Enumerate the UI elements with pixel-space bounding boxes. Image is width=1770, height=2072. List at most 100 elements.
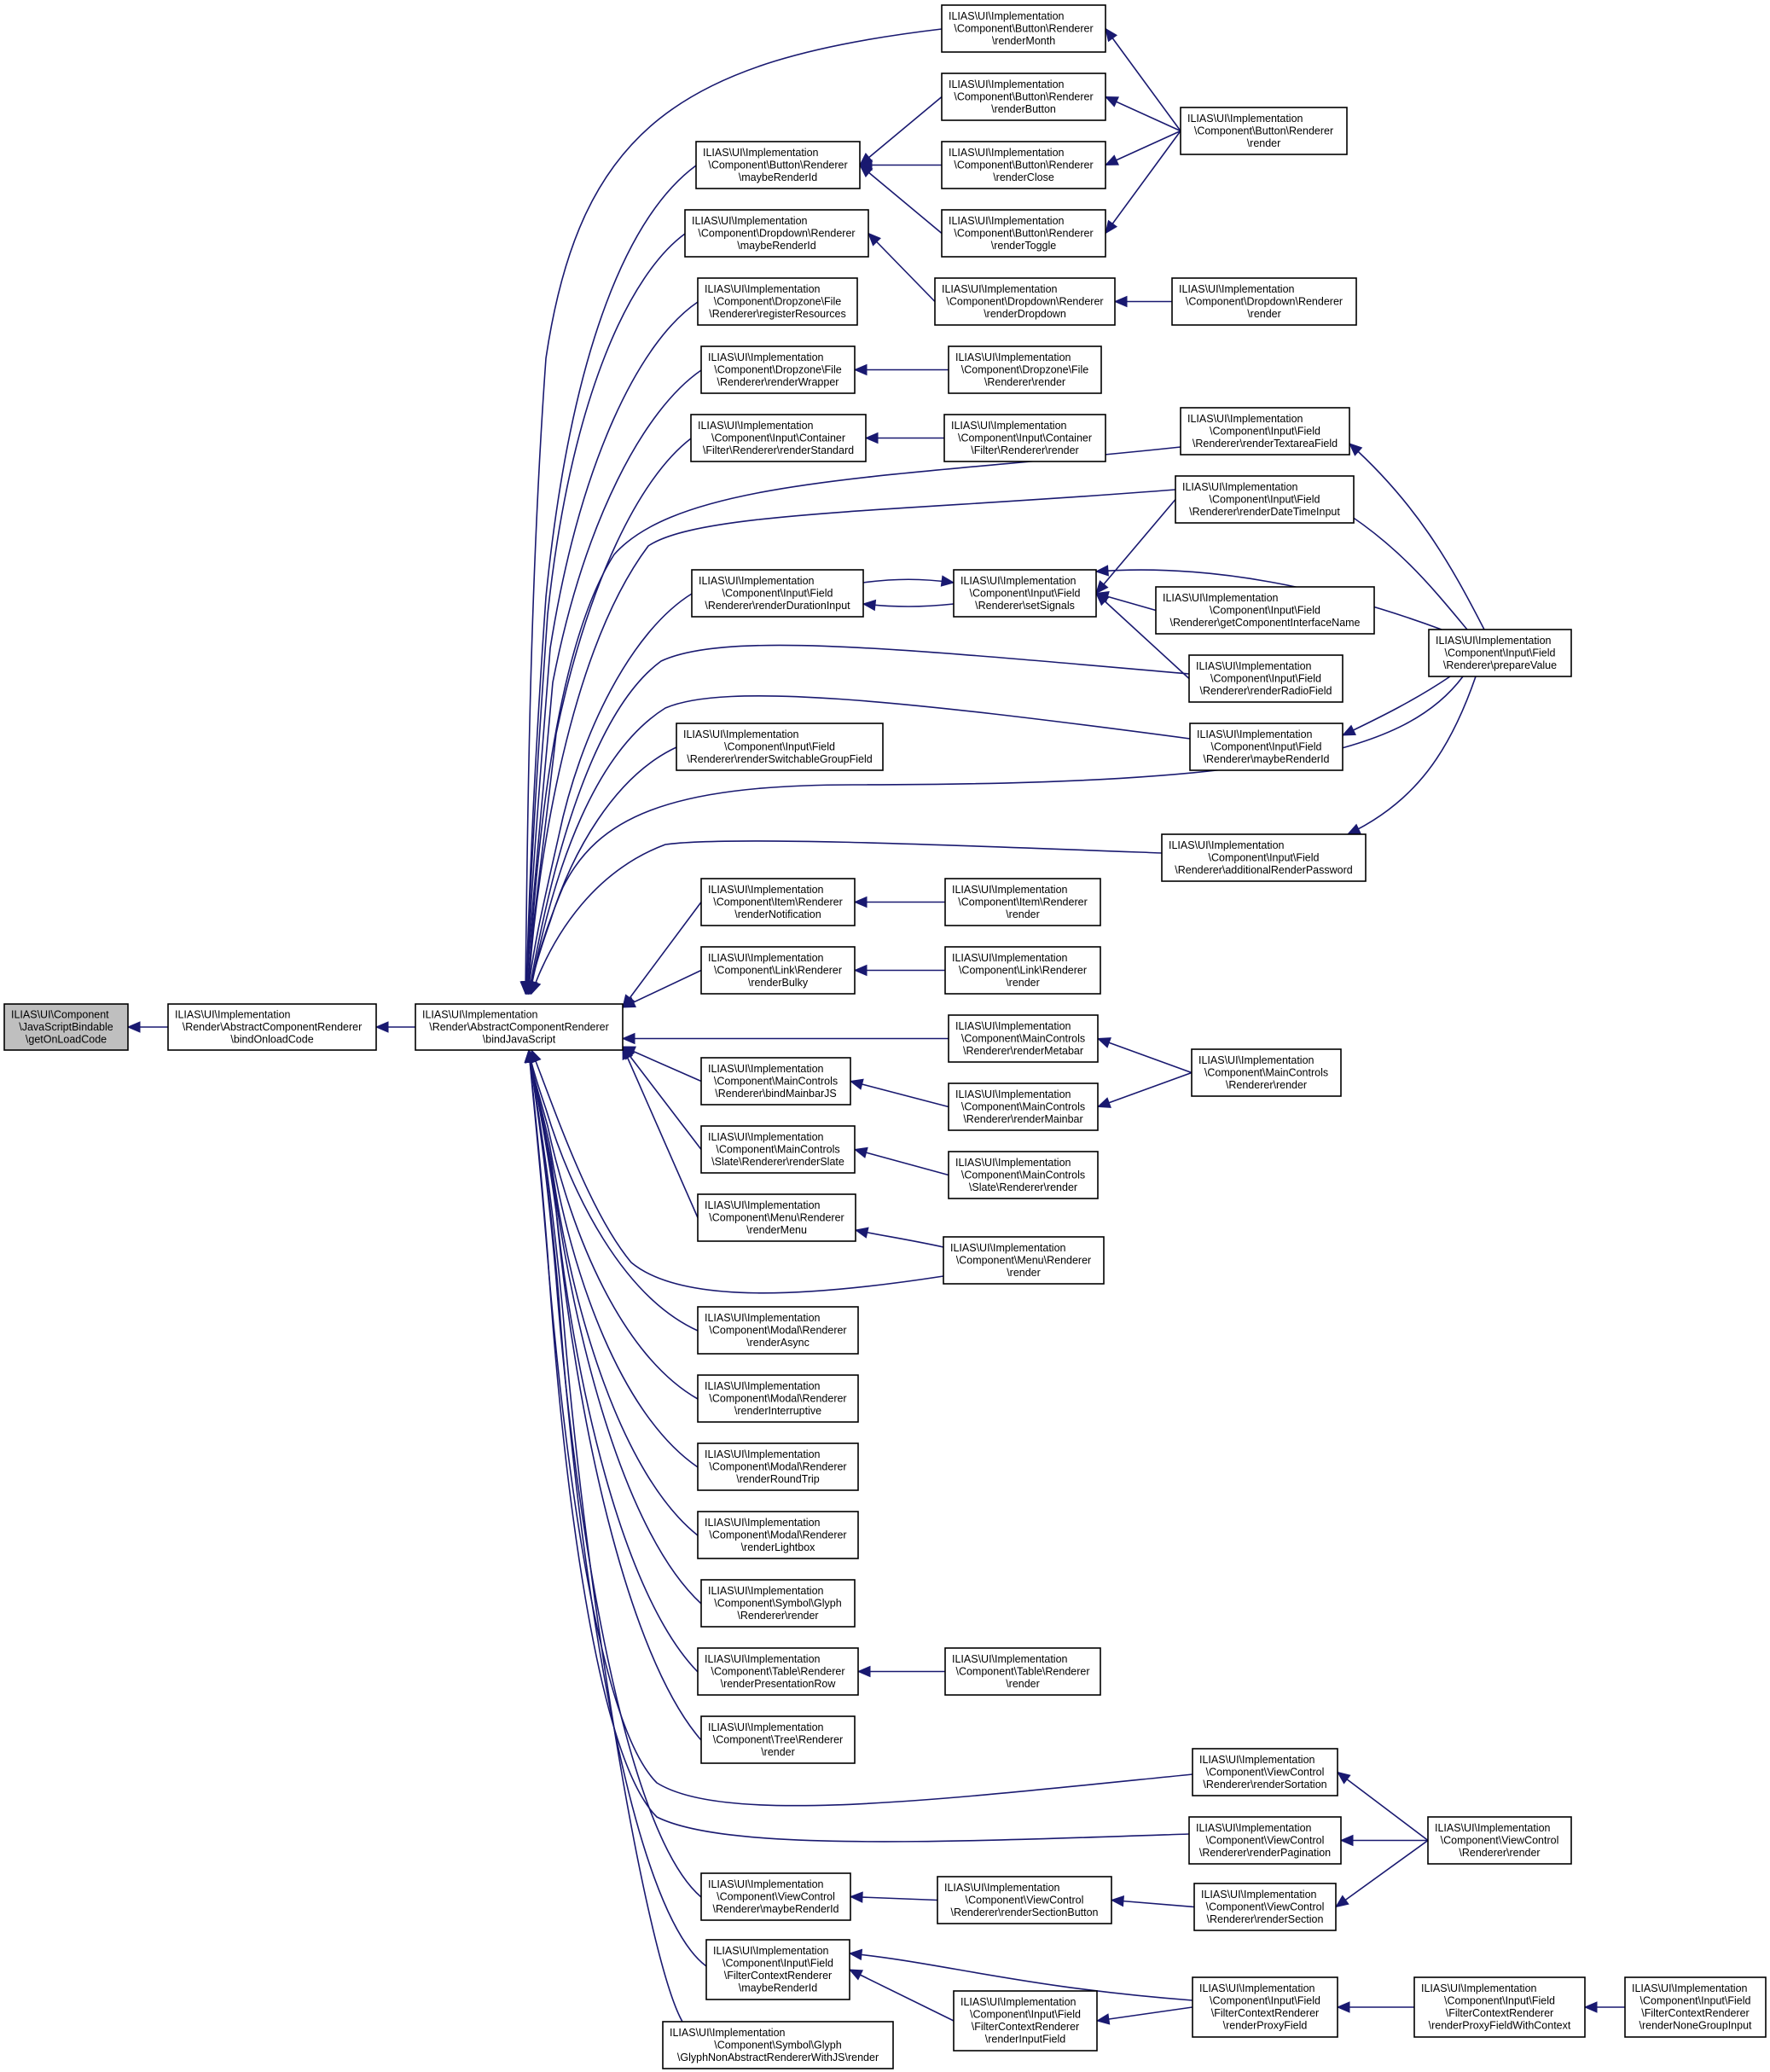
edge-i1-to-n2 (622, 902, 702, 1008)
node-label-line: \Renderer\maybeRenderId (1204, 753, 1330, 765)
node-f8[interactable]: ILIAS\UI\Implementation\Component\Input\… (676, 723, 884, 771)
node-b3[interactable]: ILIAS\UI\Implementation\Component\Button… (695, 141, 861, 189)
edge-y1-to-n2 (528, 1049, 683, 2023)
node-n1[interactable]: ILIAS\UI\Implementation\Render\AbstractC… (167, 1003, 377, 1051)
arrow-head (621, 1032, 635, 1045)
node-z3[interactable]: ILIAS\UI\Implementation\Component\Dropzo… (948, 345, 1102, 394)
node-x3[interactable]: ILIAS\UI\Implementation\Component\Input\… (1192, 1976, 1338, 2038)
node-f1[interactable]: ILIAS\UI\Implementation\Component\Input\… (1180, 407, 1350, 456)
node-box (941, 209, 1106, 258)
edge-v2-to-n2 (528, 1049, 1190, 1843)
node-z1[interactable]: ILIAS\UI\Implementation\Component\Dropzo… (697, 277, 858, 326)
node-l1[interactable]: ILIAS\UI\Implementation\Component\Link\R… (700, 946, 856, 995)
node-m4[interactable]: ILIAS\UI\Implementation\Component\MainCo… (1191, 1048, 1342, 1097)
edge-b6-to-b5 (1105, 131, 1181, 234)
node-f9[interactable]: ILIAS\UI\Implementation\Component\Input\… (1189, 723, 1343, 771)
node-label-line: \Component\Input\Field (1210, 1995, 1320, 2007)
arrow-head (1583, 2001, 1598, 2013)
node-o3[interactable]: ILIAS\UI\Implementation\Component\Modal\… (697, 1442, 859, 1491)
node-n2[interactable]: ILIAS\UI\Implementation\Render\AbstractC… (415, 1003, 624, 1051)
node-c1[interactable]: ILIAS\UI\Implementation\Component\Input\… (690, 414, 867, 462)
node-label-line: ILIAS\UI\Implementation (705, 283, 821, 295)
node-y1[interactable]: ILIAS\UI\Implementation\Component\Symbol… (662, 2021, 894, 2069)
node-label-line: ILIAS\UI\Implementation (1197, 728, 1313, 740)
node-label-line: \Component\Button\Renderer (954, 22, 1093, 34)
node-d3[interactable]: ILIAS\UI\Implementation\Component\Dropdo… (1171, 277, 1357, 326)
node-b2[interactable]: ILIAS\UI\Implementation\Component\Button… (941, 73, 1106, 121)
node-d1[interactable]: ILIAS\UI\Implementation\Component\Dropdo… (684, 209, 869, 258)
node-label-line: \Component\Dropdown\Renderer (1186, 295, 1343, 307)
node-z2[interactable]: ILIAS\UI\Implementation\Component\Dropzo… (700, 345, 856, 394)
node-b1[interactable]: ILIAS\UI\Implementation\Component\Button… (941, 4, 1106, 53)
node-f2[interactable]: ILIAS\UI\Implementation\Component\Input\… (1175, 475, 1355, 524)
node-label-line: \Filter\Renderer\render (971, 444, 1078, 456)
node-v5[interactable]: ILIAS\UI\Implementation\Component\ViewCo… (937, 1876, 1112, 1924)
node-box (934, 277, 1116, 326)
edge-r1-to-n2 (528, 1049, 702, 1741)
node-box (676, 723, 884, 771)
node-box (1189, 723, 1343, 771)
node-x1[interactable]: ILIAS\UI\Implementation\Component\Input\… (705, 1939, 850, 2000)
node-f6[interactable]: ILIAS\UI\Implementation\Component\Input\… (1188, 654, 1343, 703)
node-f7[interactable]: ILIAS\UI\Implementation\Component\Input\… (1428, 629, 1572, 677)
node-label-line: \Renderer\renderTextareaField (1193, 438, 1338, 450)
node-f3[interactable]: ILIAS\UI\Implementation\Component\Input\… (691, 569, 864, 618)
arrow-head (1105, 27, 1118, 43)
node-t2[interactable]: ILIAS\UI\Implementation\Component\Table\… (944, 1647, 1101, 1696)
node-label-line: ILIAS\UI\Implementation (952, 884, 1068, 896)
node-d2[interactable]: ILIAS\UI\Implementation\Component\Dropdo… (934, 277, 1116, 326)
node-i2[interactable]: ILIAS\UI\Implementation\Component\Item\R… (944, 878, 1101, 926)
node-label-line: \Component\ViewControl (1206, 1834, 1325, 1846)
node-v3[interactable]: ILIAS\UI\Implementation\Component\ViewCo… (1427, 1816, 1572, 1865)
node-u1[interactable]: ILIAS\UI\Implementation\Component\Menu\R… (697, 1193, 856, 1242)
node-o4[interactable]: ILIAS\UI\Implementation\Component\Modal\… (697, 1511, 859, 1559)
node-n0[interactable]: ILIAS\UI\Component\JavaScriptBindable\ge… (3, 1003, 129, 1051)
node-label-line: \renderInputField (985, 2034, 1066, 2046)
node-o2[interactable]: ILIAS\UI\Implementation\Component\Modal\… (697, 1374, 859, 1423)
node-f4[interactable]: ILIAS\UI\Implementation\Component\Input\… (953, 569, 1097, 618)
node-label-line: ILIAS\UI\Implementation (705, 1448, 821, 1460)
node-m1[interactable]: ILIAS\UI\Implementation\Component\MainCo… (948, 1014, 1099, 1063)
node-label-line: ILIAS\UI\Implementation (708, 351, 824, 363)
node-o1[interactable]: ILIAS\UI\Implementation\Component\Modal\… (697, 1306, 859, 1355)
node-label-line: ILIAS\UI\Implementation (708, 1131, 824, 1143)
arrow-head (1095, 580, 1109, 595)
arrow-head (1095, 592, 1110, 607)
node-label-line: \Component\MainControls (961, 1032, 1085, 1044)
node-box (1192, 1976, 1338, 2038)
node-label-line: \FilterContextRenderer (724, 1970, 832, 1982)
node-label-line: ILIAS\UI\Component (11, 1008, 109, 1020)
node-c2[interactable]: ILIAS\UI\Implementation\Component\Input\… (943, 414, 1106, 462)
node-u2[interactable]: ILIAS\UI\Implementation\Component\Menu\R… (943, 1236, 1105, 1285)
node-label-line: \Component\ViewControl (966, 1894, 1084, 1906)
edge-c1-to-n2 (526, 438, 692, 995)
node-label-line: \Component\Input\Field (970, 2009, 1081, 2021)
node-v6[interactable]: ILIAS\UI\Implementation\Component\ViewCo… (1193, 1883, 1337, 1931)
node-t1[interactable]: ILIAS\UI\Implementation\Component\Table\… (697, 1647, 859, 1696)
node-l2[interactable]: ILIAS\UI\Implementation\Component\Link\R… (944, 946, 1101, 995)
node-box (937, 1876, 1112, 1924)
node-f10[interactable]: ILIAS\UI\Implementation\Component\Input\… (1161, 833, 1367, 882)
node-x5[interactable]: ILIAS\UI\Implementation\Component\Input\… (1624, 1976, 1767, 2038)
node-label-line: ILIAS\UI\Implementation (422, 1008, 538, 1020)
node-label-line: \bindJavaScript (483, 1033, 556, 1045)
node-v2[interactable]: ILIAS\UI\Implementation\Component\ViewCo… (1188, 1816, 1342, 1865)
node-s1[interactable]: ILIAS\UI\Implementation\Component\MainCo… (700, 1125, 856, 1174)
edge-s2-to-s1 (854, 1148, 949, 1176)
node-i1[interactable]: ILIAS\UI\Implementation\Component\Item\R… (700, 878, 856, 926)
node-m3[interactable]: ILIAS\UI\Implementation\Component\MainCo… (948, 1082, 1099, 1131)
node-v1[interactable]: ILIAS\UI\Implementation\Component\ViewCo… (1192, 1748, 1338, 1796)
node-g1[interactable]: ILIAS\UI\Implementation\Component\Symbol… (700, 1579, 856, 1628)
node-label-line: \renderPresentationRow (721, 1678, 837, 1690)
node-b5[interactable]: ILIAS\UI\Implementation\Component\Button… (941, 209, 1106, 258)
node-x2[interactable]: ILIAS\UI\Implementation\Component\Input\… (953, 1990, 1098, 2052)
node-label-line: \Component\Input\Field (1210, 493, 1320, 505)
node-v4[interactable]: ILIAS\UI\Implementation\Component\ViewCo… (700, 1872, 851, 1921)
node-b4[interactable]: ILIAS\UI\Implementation\Component\Button… (941, 141, 1106, 189)
node-f5[interactable]: ILIAS\UI\Implementation\Component\Input\… (1155, 586, 1375, 635)
node-s2[interactable]: ILIAS\UI\Implementation\Component\MainCo… (948, 1151, 1099, 1199)
node-x4[interactable]: ILIAS\UI\Implementation\Component\Input\… (1413, 1976, 1586, 2038)
node-m2[interactable]: ILIAS\UI\Implementation\Component\MainCo… (700, 1057, 851, 1106)
node-b6[interactable]: ILIAS\UI\Implementation\Component\Button… (1180, 107, 1348, 155)
node-r1[interactable]: ILIAS\UI\Implementation\Component\Tree\R… (700, 1715, 856, 1764)
